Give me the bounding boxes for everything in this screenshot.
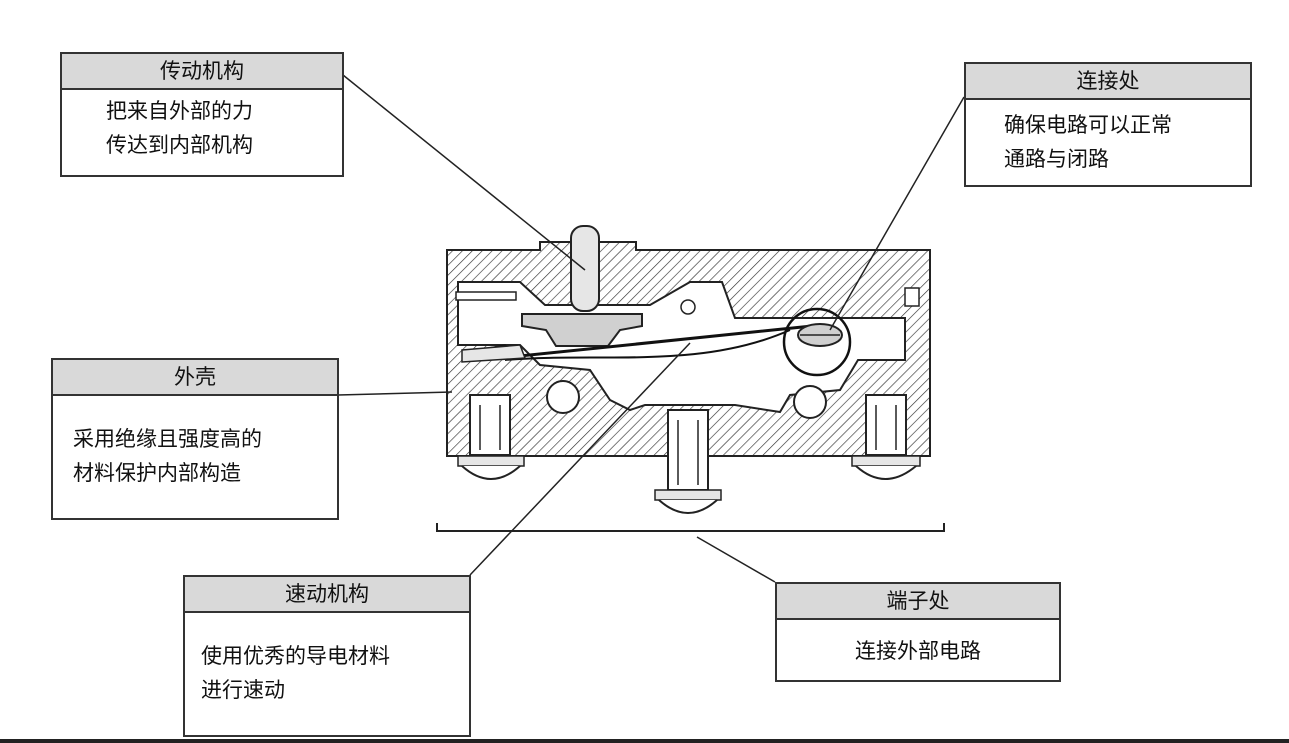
callout-contact: 连接处 确保电路可以正常 通路与闭路 xyxy=(964,62,1252,187)
terminal-bracket xyxy=(436,523,945,532)
small-hole xyxy=(680,299,696,315)
leader-line-terminal xyxy=(696,536,776,583)
terminal-right xyxy=(851,394,921,480)
callout-terminal-desc: 连接外部电路 xyxy=(855,639,981,663)
leader-line-contact xyxy=(829,96,965,331)
mounting-hole xyxy=(546,380,580,414)
callout-snap-desc: 使用优秀的导电材料 进行速动 xyxy=(201,644,390,702)
bottom-border xyxy=(0,739,1289,743)
leader-line-snap xyxy=(469,342,691,576)
callout-housing: 外壳 采用绝缘且强度高的 材料保护内部构造 xyxy=(51,358,339,520)
mounting-hole xyxy=(793,385,827,419)
actuator-plunger xyxy=(521,225,643,347)
terminal-center xyxy=(654,409,722,514)
callout-terminal-title: 端子处 xyxy=(777,584,1059,620)
callout-actuator-desc: 把来自外部的力 传达到内部机构 xyxy=(106,99,253,157)
callout-contact-desc: 确保电路可以正常 通路与闭路 xyxy=(1004,113,1172,171)
callout-contact-title: 连接处 xyxy=(966,64,1250,100)
callout-snap-mechanism: 速动机构 使用优秀的导电材料 进行速动 xyxy=(183,575,471,737)
snap-spring xyxy=(461,324,813,363)
callout-housing-title: 外壳 xyxy=(53,360,337,396)
leader-line-actuator xyxy=(342,74,586,271)
callout-terminal: 端子处 连接外部电路 xyxy=(775,582,1061,682)
callout-snap-title: 速动机构 xyxy=(185,577,469,613)
leader-line-housing xyxy=(337,391,453,396)
callout-housing-desc: 采用绝缘且强度高的 材料保护内部构造 xyxy=(73,427,262,485)
terminal-left xyxy=(457,394,525,480)
callout-actuator-title: 传动机构 xyxy=(62,54,342,90)
callout-actuator: 传动机构 把来自外部的力 传达到内部机构 xyxy=(60,52,344,177)
